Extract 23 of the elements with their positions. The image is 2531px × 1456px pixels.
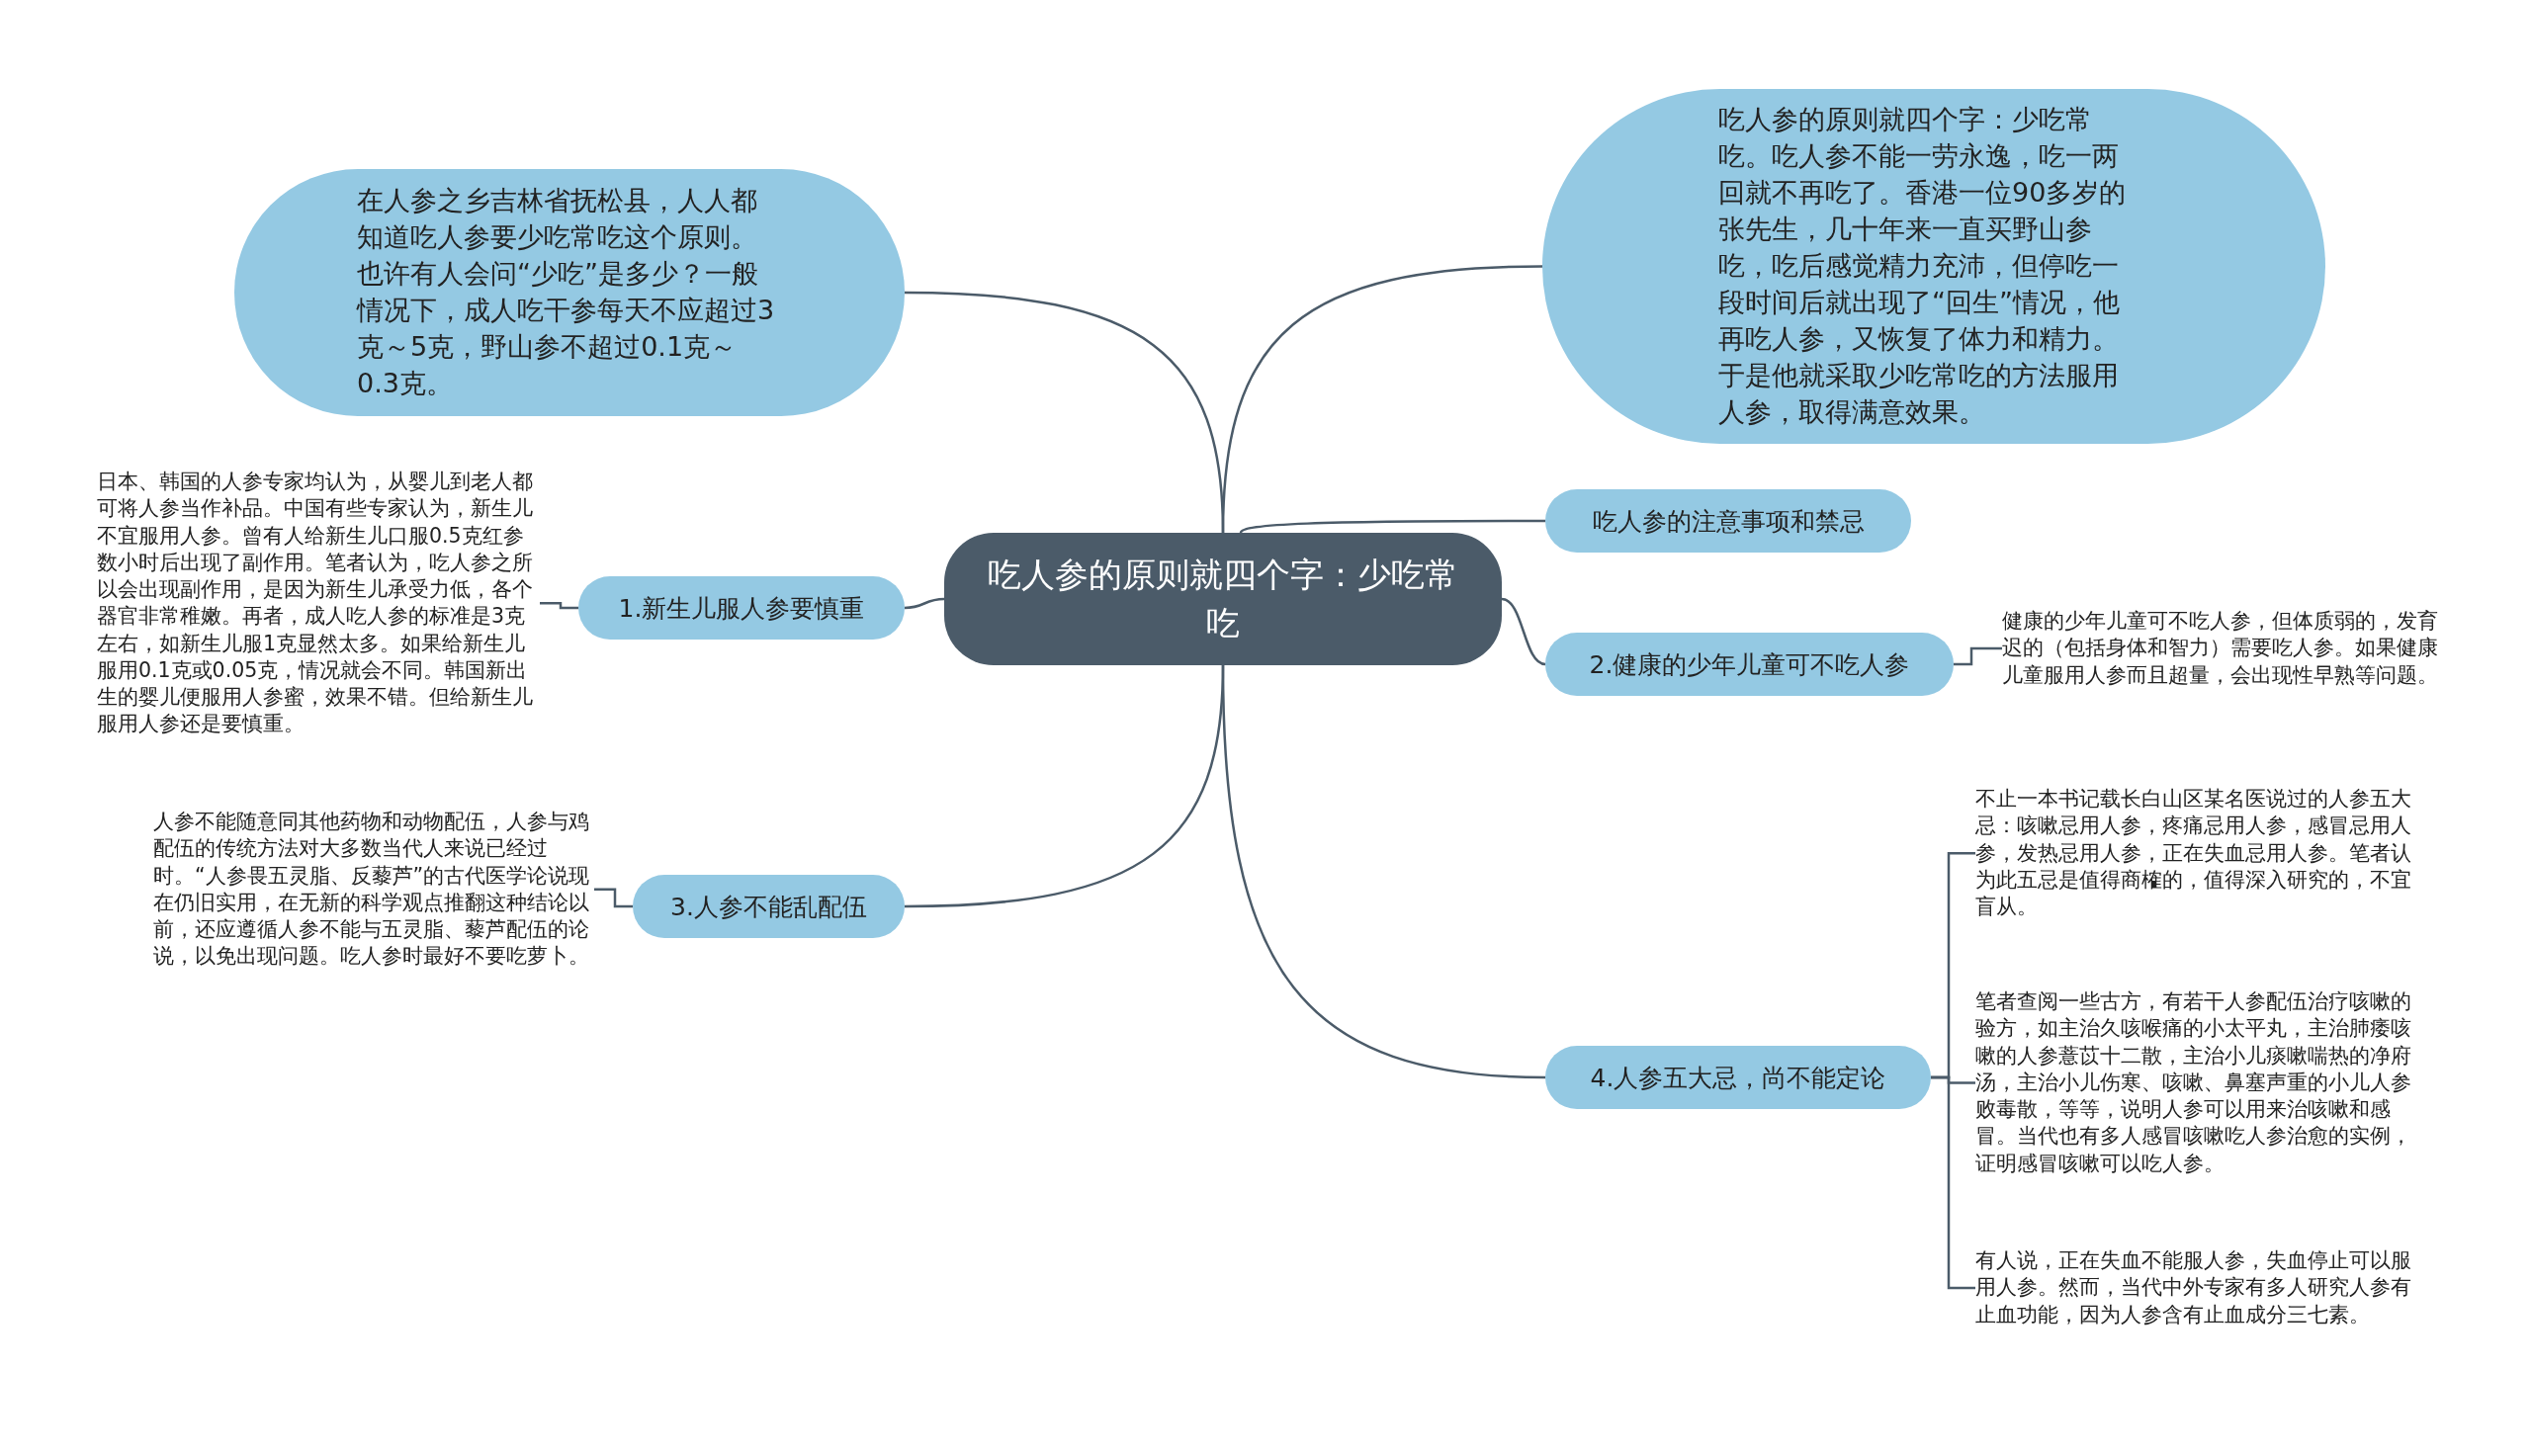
connector-line bbox=[594, 888, 633, 908]
detail-text: 不止一本书记载长白山区某名医说过的人参五大忌：咳嗽忌用人参，疼痛忌用人参，感冒忌用人参，发热忌用人参，正在失血忌用人参。笔者认为此五忌是值得商榷的，值得深入研究的，不宜盲从。 bbox=[1975, 786, 2415, 921]
detail-text: 有人说，正在失血不能服人参，失血停止可以服用人参。然而，当代中外专家有多人研究人参有止血功能，因为人参含有止血成分三七素。 bbox=[1975, 1247, 2415, 1328]
connector-line bbox=[1954, 646, 2002, 666]
connector-line bbox=[1501, 597, 1546, 666]
connector-line bbox=[1221, 664, 1546, 1079]
note-bubble: 在人参之乡吉林省抚松县，人人都知道吃人参要少吃常吃这个原则。也许有人会问“少吃”是多少？一般情况下，成人吃干参每天不应超过3克～5克，野山参不超过0.1克～0.3克。 bbox=[234, 169, 905, 416]
connector-line bbox=[1240, 519, 1545, 534]
detail-text: 健康的少年儿童可不吃人参，但体质弱的，发育迟的（包括身体和智力）需要吃人参。如果健康儿童服用人参而且超量，会出现性早熟等问题。 bbox=[2002, 608, 2447, 689]
topic-pill: 4.人参五大忌，尚不能定论 bbox=[1545, 1046, 1931, 1109]
topic-pill: 3.人参不能乱配伍 bbox=[633, 875, 905, 938]
connector-line bbox=[904, 597, 945, 610]
connector-line bbox=[540, 602, 578, 610]
detail-text: 笔者查阅一些古方，有若干人参配伍治疗咳嗽的验方，如主治久咳喉痛的小太平丸，主治肺痿咳嗽的人参薏苡十二散，主治小儿痰嗽喘热的净府汤，主治小儿伤寒、咳嗽、鼻塞声重的小儿人参败毒散，等等，说明人参可以用来治咳嗽和感冒。当代也有多人感冒咳嗽吃人参治愈的实例，证明感冒咳嗽可以吃人参。 bbox=[1975, 988, 2415, 1177]
central-topic: 吃人参的原则就四个字：少吃常吃 bbox=[944, 533, 1502, 665]
note-bubble: 吃人参的原则就四个字：少吃常吃。吃人参不能一劳永逸，吃一两回就不再吃了。香港一位90多岁的张先生，几十年来一直买野山参吃，吃后感觉精力充沛，但停吃一段时间后就出现了“回生”情况，他再吃人参，又恢复了体力和精力。于是他就采取少吃常吃的方法服用人参，取得满意效果。 bbox=[1542, 89, 2325, 444]
connector-line bbox=[1221, 265, 1543, 534]
topic-pill: 2.健康的少年儿童可不吃人参 bbox=[1545, 633, 1954, 696]
topic-pill: 1.新生儿服人参要慎重 bbox=[578, 576, 905, 640]
detail-text: 日本、韩国的人参专家均认为，从婴儿到老人都可将人参当作补品。中国有些专家认为，新生儿不宜服用人参。曾有人给新生儿口服0.5克红参数小时后出现了副作用。笔者认为，吃人参之所以会出现副作用，是因为新生儿承受力低，各个器官非常稚嫩。再者，成人吃人参的标准是3克左右，如新生儿服1克显然太多。如果给新生儿服用0.1克或0.05克，情况就会不同。韩国新出生的婴儿便服用人参蜜，效果不错。但给新生儿服用人参还是要慎重。 bbox=[97, 469, 540, 738]
detail-text: 人参不能随意同其他药物和动物配伍，人参与鸡配伍的传统方法对大多数当代人来说已经过时。“人参畏五灵脂、反藜芦”的古代医学论说现在仍旧实用，在无新的科学观点推翻这种结论以前，还应遵循人参不能与五灵脂、藜芦配伍的论说，以免出现问题。吃人参时最好不要吃萝卜。 bbox=[153, 809, 594, 971]
topic-pill: 吃人参的注意事项和禁忌 bbox=[1545, 489, 1911, 553]
connector-line bbox=[1931, 1075, 1975, 1290]
